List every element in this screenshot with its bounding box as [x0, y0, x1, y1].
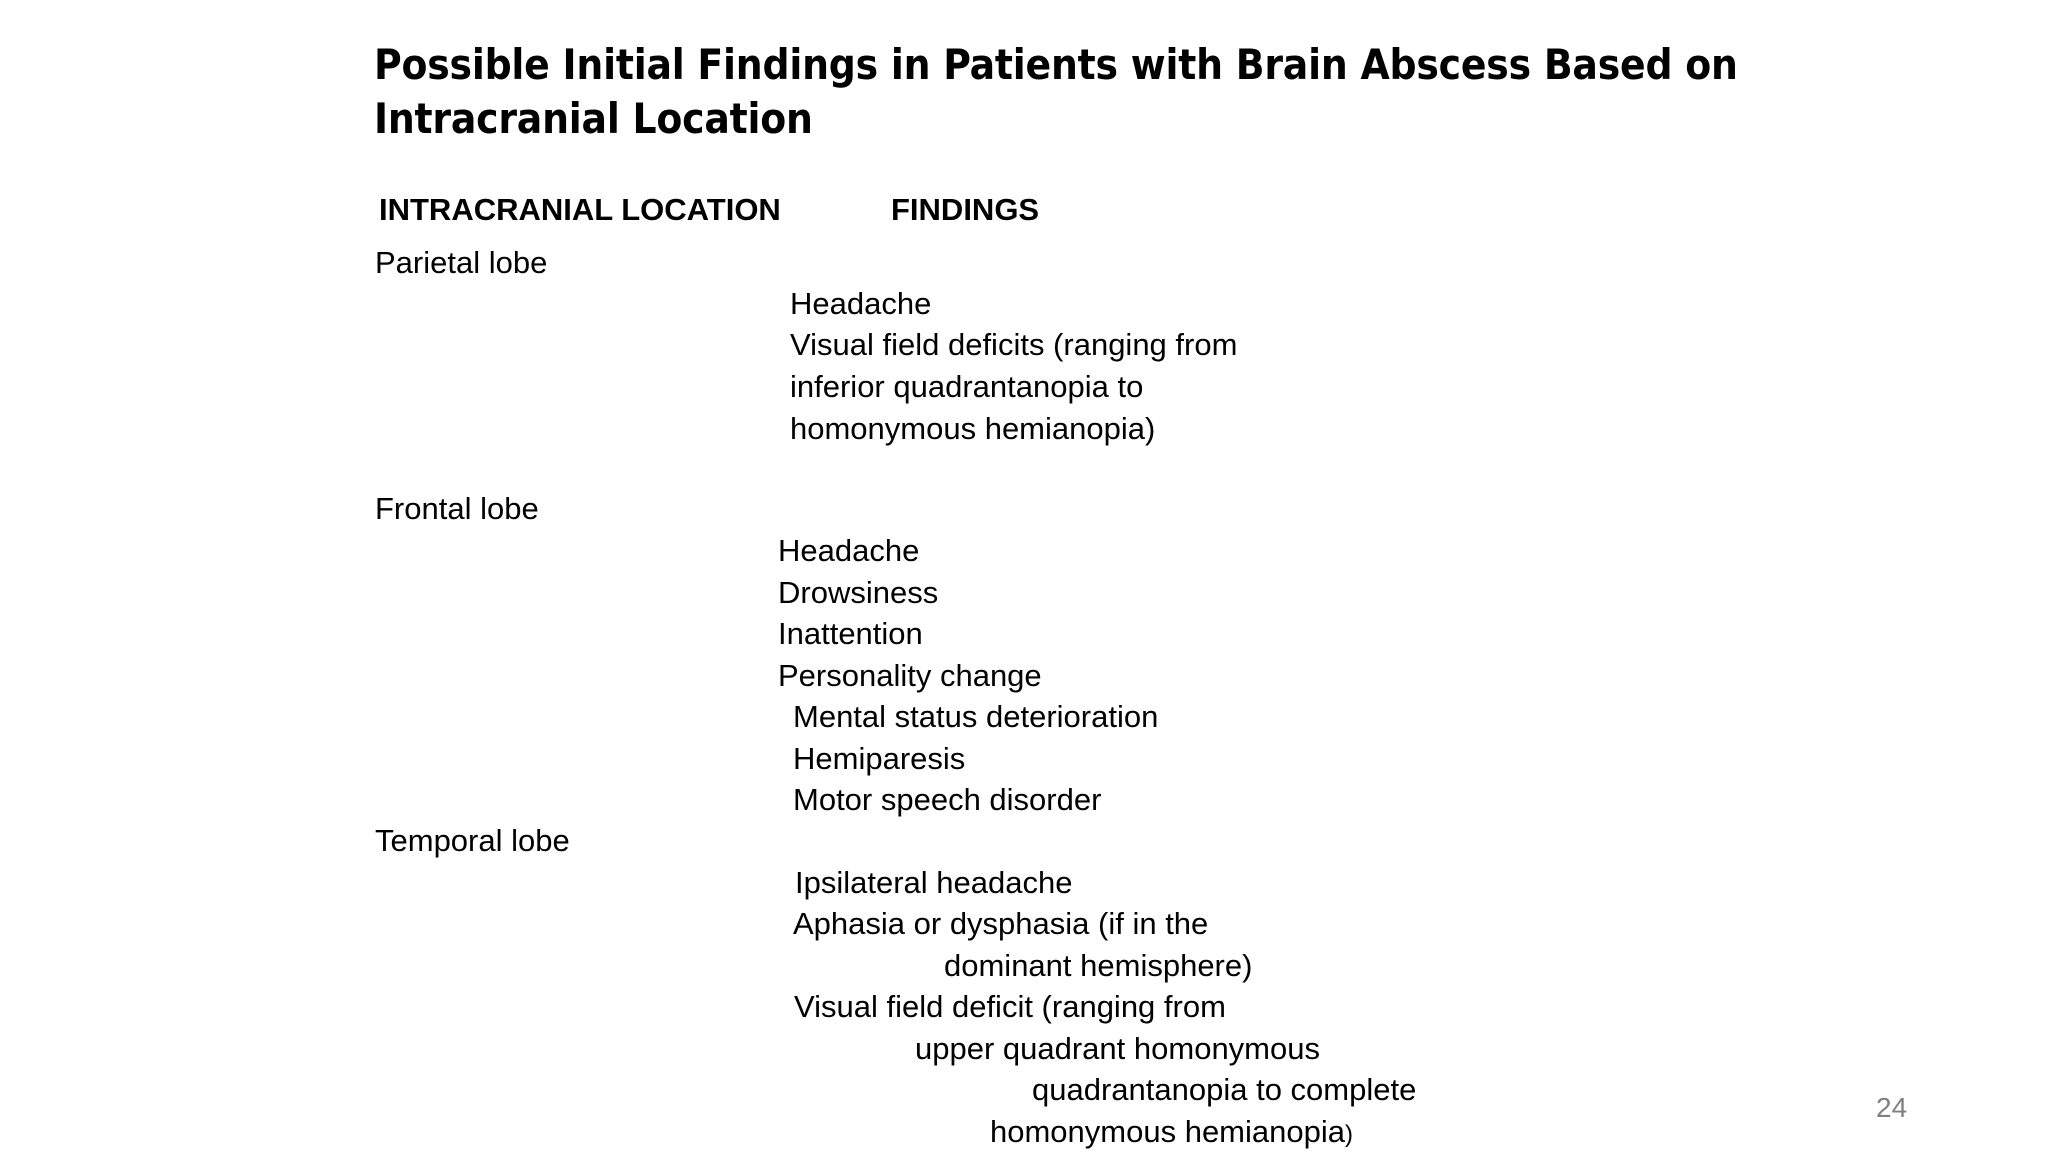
text-line: Visual field deficits (ranging from: [790, 329, 1237, 360]
text-line-content: Hemiparesis: [793, 741, 966, 776]
column-header-findings: FINDINGS: [891, 192, 1040, 227]
text-line-content: Drowsiness: [778, 575, 939, 610]
text-line: Hemiparesis: [793, 743, 965, 774]
text-line: Ipsilateral headache: [795, 867, 1072, 898]
text-line: Parietal lobe: [375, 247, 547, 278]
text-line-content: Aphasia or dysphasia (if in the: [793, 906, 1209, 941]
text-line-content: homonymous hemianopia: [990, 1114, 1345, 1149]
text-line: Headache: [778, 535, 919, 566]
text-line: Drowsiness: [778, 577, 938, 608]
column-header-intracranial-location: INTRACRANIAL LOCATION: [379, 192, 781, 227]
text-line: Inattention: [778, 618, 923, 649]
text-line-content: Temporal lobe: [375, 823, 570, 858]
text-line: Personality change: [778, 660, 1042, 691]
text-line: Motor speech disorder: [793, 784, 1101, 815]
text-line: inferior quadrantanopia to: [790, 371, 1143, 402]
text-line: Visual field deficit (ranging from: [794, 991, 1226, 1022]
text-line-content: Inattention: [778, 616, 923, 651]
text-line: Mental status deterioration: [793, 701, 1158, 732]
text-line: upper quadrant homonymous: [915, 1033, 1320, 1064]
text-line-content: dominant hemisphere): [944, 948, 1253, 983]
text-line: dominant hemisphere): [944, 950, 1252, 981]
text-line: Temporal lobe: [375, 825, 570, 856]
text-line-content: homonymous hemianopia): [790, 411, 1156, 446]
text-line-content: Headache: [778, 533, 920, 568]
text-line-content: Frontal lobe: [375, 491, 539, 526]
text-line-content: Visual field deficit (ranging from: [794, 989, 1226, 1024]
text-line: Aphasia or dysphasia (if in the: [793, 908, 1208, 939]
text-line-content: upper quadrant homonymous: [915, 1031, 1320, 1066]
text-line-content: quadrantanopia to complete: [1032, 1072, 1417, 1107]
text-line-content: Headache: [790, 286, 932, 321]
text-line-tail: ): [1345, 1121, 1353, 1148]
text-line: quadrantanopia to complete: [1032, 1074, 1416, 1105]
text-line-content: Visual field deficits (ranging from: [790, 327, 1238, 362]
slide-title: Possible Initial Findings in Patients wi…: [374, 40, 1738, 143]
text-line-content: Parietal lobe: [375, 245, 548, 280]
text-line: Frontal lobe: [375, 493, 539, 524]
text-line-content: inferior quadrantanopia to: [790, 369, 1144, 404]
text-line: Headache: [790, 288, 931, 319]
text-line-content: Motor speech disorder: [793, 782, 1102, 817]
text-line-content: Personality change: [778, 658, 1042, 693]
page-number: 24: [1876, 1092, 1908, 1123]
text-line-content: Ipsilateral headache: [795, 865, 1073, 900]
text-line: homonymous hemianopia): [790, 413, 1155, 444]
text-line: homonymous hemianopia): [990, 1116, 1353, 1147]
text-line-content: Mental status deterioration: [793, 699, 1159, 734]
